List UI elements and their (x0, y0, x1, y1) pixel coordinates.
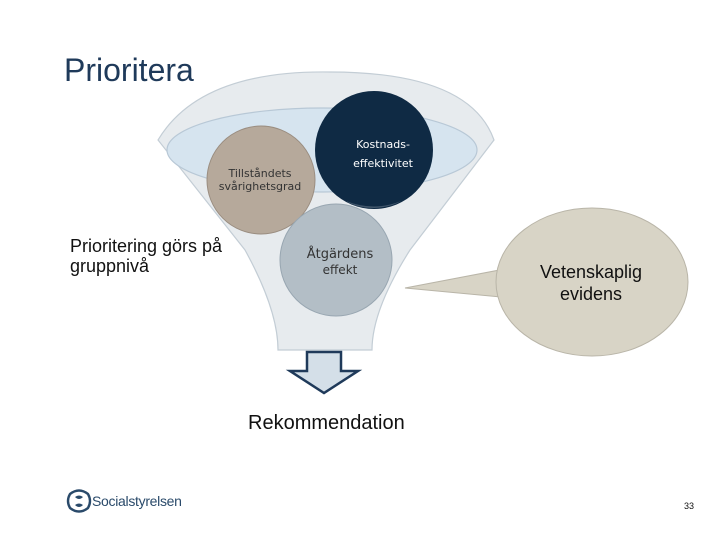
logo-text: Socialstyrelsen (92, 493, 182, 509)
measure-effect-label-line1: Åtgärdens (306, 247, 374, 262)
page-number: 33 (684, 501, 695, 511)
socialstyrelsen-logo: Socialstyrelsen (66, 486, 186, 516)
down-arrow-icon (285, 350, 363, 395)
severity-circle (206, 125, 316, 235)
recommendation-label: Rekommendation (248, 412, 405, 434)
slide-title: Prioritera (64, 52, 194, 88)
cost-effectiveness-label-line1: Kostnads- (356, 138, 410, 151)
logo-icon (66, 489, 92, 513)
group-level-text: Prioritering görs på gruppnivå (70, 236, 223, 276)
cost-effectiveness-circle (315, 91, 433, 209)
measure-effect-label-line2: effekt (322, 263, 358, 277)
severity-label-line1: Tillståndets (228, 167, 292, 180)
measure-effect-circle (279, 203, 393, 317)
cost-circle-lower-overlap (346, 201, 401, 208)
cost-effectiveness-label-line2: effektivitet (353, 157, 413, 170)
severity-label-line2: svårighetsgrad (218, 180, 302, 193)
evidence-label: Vetenskaplig evidens (539, 262, 643, 304)
